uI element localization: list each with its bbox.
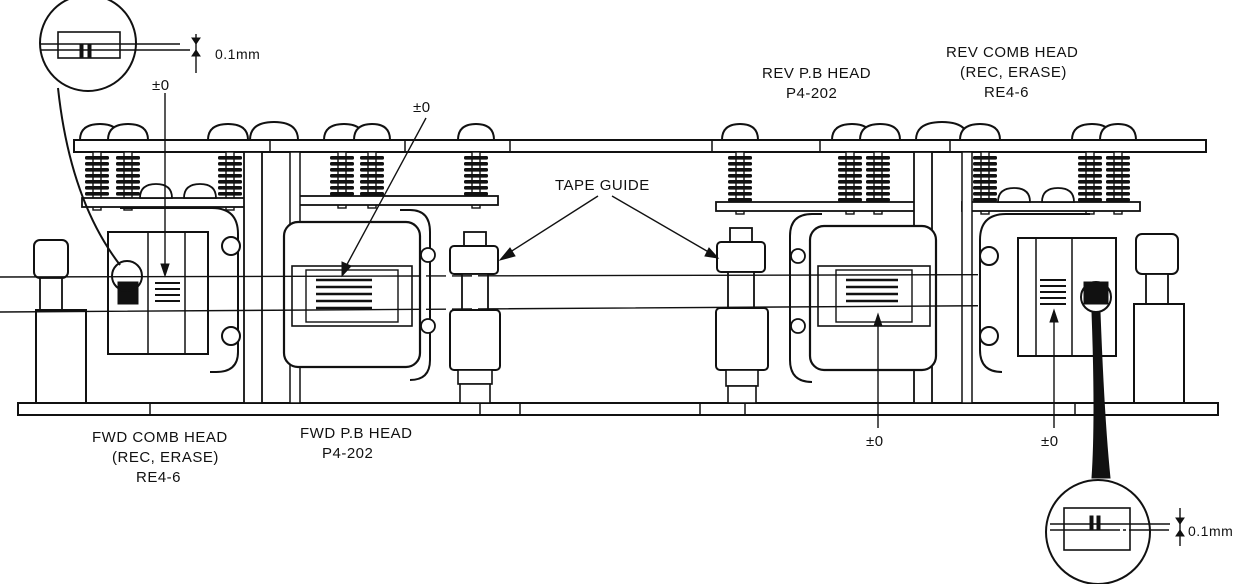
- svg-text:P4-202: P4-202: [322, 445, 373, 462]
- gap-bottom-label: 0.1mm: [1188, 523, 1233, 539]
- tape-guide-label: TAPE GUIDE: [555, 177, 650, 194]
- detail-callout-bottom: [1045, 281, 1185, 584]
- spring: [85, 151, 109, 211]
- rev-pb-head-label: REV P.B HEAD P4-202: [762, 65, 871, 102]
- spring: [1078, 151, 1102, 215]
- spring: [360, 151, 384, 209]
- rev-pb-head: [789, 213, 938, 383]
- base-plate: [17, 402, 1219, 416]
- spring: [330, 151, 354, 209]
- top-screws: [78, 120, 1138, 141]
- label-gap-top: 0.1mm: [215, 46, 260, 62]
- spring: [218, 151, 242, 211]
- zero-mark-2: ±0: [413, 99, 431, 116]
- fwd-comb-head-label: FWD COMB HEAD (REC, ERASE) RE4-6: [92, 429, 228, 486]
- svg-text:FWD P.B HEAD: FWD P.B HEAD: [300, 425, 412, 442]
- label-gap-bottom: 0.1mm: [1188, 523, 1233, 539]
- svg-text:RE4-6: RE4-6: [984, 84, 1029, 101]
- top-plate: [73, 139, 1207, 153]
- zero-mark-4: ±0: [1041, 433, 1059, 450]
- tape-guide-left: [449, 231, 501, 404]
- svg-text:RE4-6: RE4-6: [136, 469, 181, 486]
- gap-top-label: 0.1mm: [215, 46, 260, 62]
- springs: [85, 151, 1130, 215]
- rev-comb-head-label: REV COMB HEAD (REC, ERASE) RE4-6: [946, 44, 1078, 101]
- right-pillar: [1133, 233, 1185, 404]
- svg-text:REV P.B HEAD: REV P.B HEAD: [762, 65, 871, 82]
- svg-text:REV COMB HEAD: REV COMB HEAD: [946, 44, 1078, 61]
- svg-text:(REC, ERASE): (REC, ERASE): [960, 64, 1067, 81]
- zero-mark-1: ±0: [152, 77, 170, 94]
- zero-mark-3: ±0: [866, 433, 884, 450]
- spring: [116, 151, 140, 211]
- svg-text:FWD COMB HEAD: FWD COMB HEAD: [92, 429, 228, 446]
- fwd-comb-head: [107, 207, 241, 373]
- svg-text:(REC, ERASE): (REC, ERASE): [112, 449, 219, 466]
- leader-lines: [160, 93, 1059, 428]
- fwd-pb-head-label: FWD P.B HEAD P4-202: [300, 425, 412, 462]
- tape-guide-right: [715, 227, 769, 404]
- spring: [866, 151, 890, 215]
- detail-callout-top: [39, 0, 201, 292]
- fwd-pb-head: [282, 209, 436, 381]
- spring: [838, 151, 862, 215]
- spring: [1106, 151, 1130, 215]
- spring: [728, 151, 752, 215]
- left-pillar: [33, 239, 87, 404]
- tape-path: [0, 273, 1251, 313]
- svg-text:P4-202: P4-202: [786, 85, 837, 102]
- spring: [464, 151, 488, 209]
- spring: [973, 151, 997, 215]
